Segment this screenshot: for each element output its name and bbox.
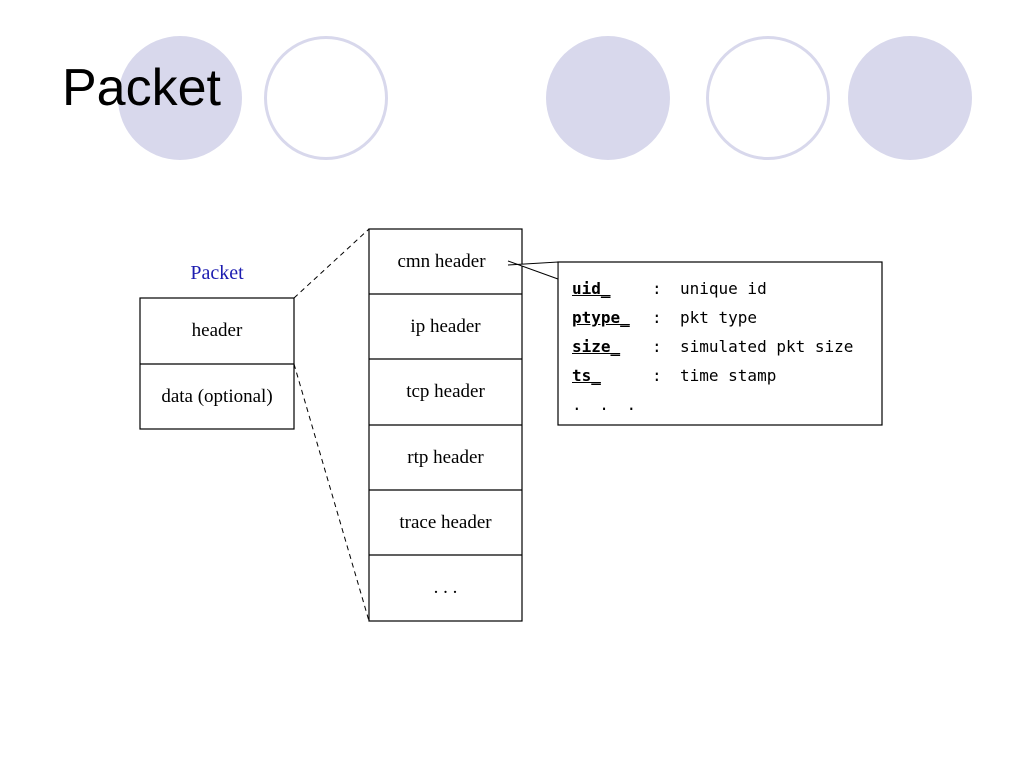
field-desc: time stamp <box>680 366 777 385</box>
callout-pointer <box>507 260 559 280</box>
stack-item-tcp-header: tcp header <box>406 381 485 402</box>
field-desc: pkt type <box>680 308 758 327</box>
decor-circle-ring-1 <box>264 36 388 160</box>
decor-circle-filled-3 <box>848 36 972 160</box>
decor-circle-filled-1 <box>118 36 242 160</box>
slide-title: Packet <box>62 59 221 117</box>
field-colon: : <box>652 366 662 385</box>
decor-circle-filled-2 <box>546 36 670 160</box>
stack-item-rtp-header: rtp header <box>407 446 484 468</box>
field-row-uid: uid_ : unique id <box>572 274 853 303</box>
stack-item-cmn-header: cmn header <box>397 250 486 272</box>
field-desc: simulated pkt size <box>680 337 854 356</box>
fields-box <box>557 261 883 426</box>
field-row-ts: ts_ : time stamp <box>572 361 853 390</box>
decor-circle-ring-2 <box>706 36 830 160</box>
field-colon: : <box>652 337 662 356</box>
field-row-size: size_ : simulated pkt size <box>572 332 853 361</box>
stack-item-trace-header: trace header <box>399 511 492 533</box>
expand-line-top <box>293 228 370 299</box>
field-name: uid_ <box>572 279 611 298</box>
field-name: ptype_ <box>572 308 630 327</box>
packet-part-header: header <box>191 320 243 341</box>
expand-line-bottom <box>293 363 370 622</box>
field-desc: unique id <box>680 279 767 298</box>
field-name: size_ <box>572 337 621 356</box>
field-row-ptype: ptype_ : pkt type <box>572 303 853 332</box>
packet-part-data: data (optional) <box>161 385 273 407</box>
field-name: ts_ <box>572 366 601 385</box>
stack-item-ellipsis: . . . <box>433 577 458 598</box>
field-colon: : <box>652 279 662 298</box>
fields-ellipsis: . . . <box>572 395 641 414</box>
stack-item-ip-header: ip header <box>410 315 481 337</box>
cmn-fields-list: uid_ : unique id ptype_ : pkt type size_… <box>572 274 853 419</box>
field-colon: : <box>652 308 662 327</box>
packet-caption: Packet <box>190 262 244 284</box>
